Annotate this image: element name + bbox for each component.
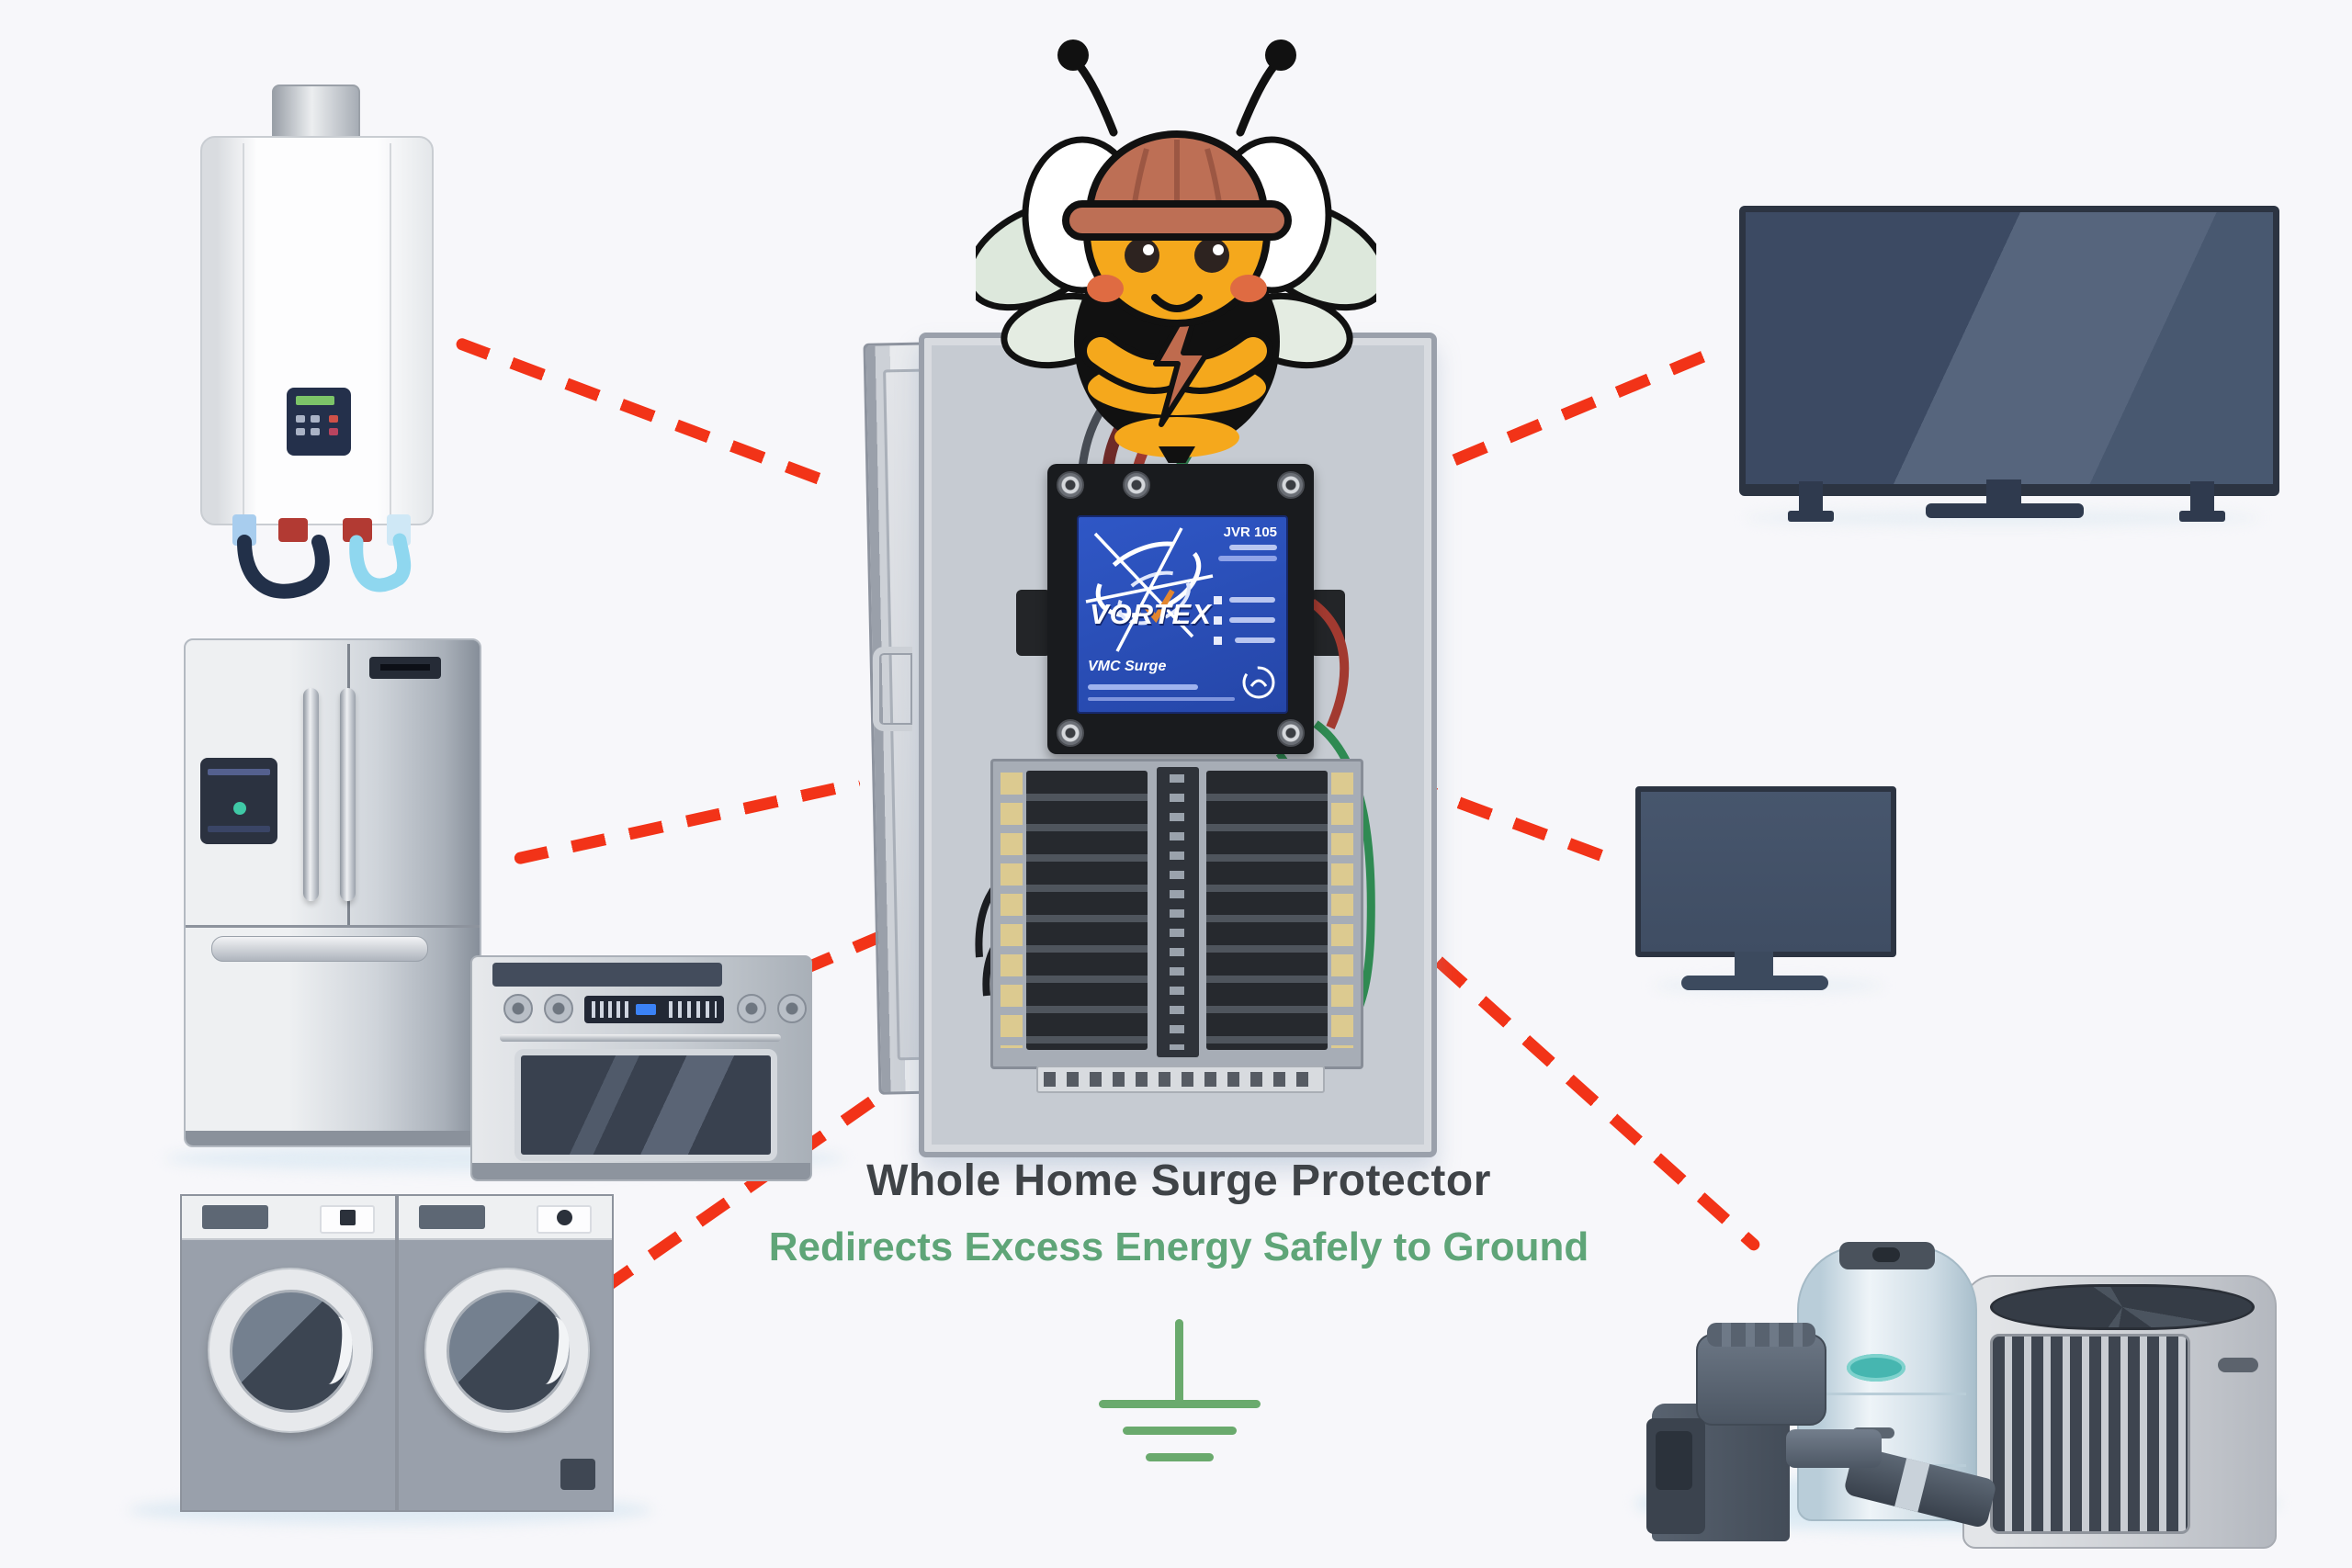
device-series: VMC Surge [1088, 659, 1167, 674]
caption-block: Whole Home Surge Protector Redirects Exc… [769, 1156, 1589, 1270]
oven-window [514, 1049, 777, 1161]
connection-line-water-heater-to-panel [454, 336, 837, 491]
pool-filter-cap [1839, 1242, 1935, 1269]
range-knob [544, 994, 573, 1023]
electrician-bee-mascot [976, 39, 1376, 463]
diagram-subtitle: Redirects Excess Energy Safely to Ground [768, 1224, 1589, 1269]
pool-pump-pipe [1786, 1429, 1882, 1468]
surge-protector-device: VORTEX JVR 105 VMC Surge [1047, 464, 1314, 754]
breaker-plate [990, 759, 1363, 1069]
dryer [397, 1194, 614, 1512]
range-knob [737, 994, 766, 1023]
monitor-base [1681, 976, 1828, 990]
pool-filter-label [1847, 1354, 1905, 1382]
tv-screen [1739, 206, 2279, 496]
bee-antennae [1057, 39, 1296, 137]
refrigerator-handle-right [340, 688, 356, 901]
ac-condenser [1962, 1275, 2277, 1549]
oven-handle [500, 1034, 781, 1042]
water-heater [200, 136, 434, 525]
monitor-stand [1735, 952, 1773, 979]
device-screw [1277, 471, 1305, 499]
water-heater-vent [272, 85, 360, 143]
pool-filter-tank [1797, 1242, 1977, 1521]
washer-dispenser [320, 1205, 375, 1234]
oven-range [470, 955, 812, 1181]
dryer-display [419, 1205, 485, 1229]
pool-pump-panel [1646, 1418, 1705, 1534]
pool-pump-motor [1696, 1323, 1826, 1426]
monitor-screen [1635, 786, 1896, 957]
device-screw [1277, 719, 1305, 747]
device-model: JVR 105 [1223, 525, 1277, 540]
dryer-filter-hatch [560, 1459, 595, 1490]
breaker-spine [1157, 767, 1199, 1057]
vortex-swirl-logo [1085, 527, 1214, 652]
water-heater-control-panel [287, 388, 351, 456]
ac-grille [1990, 1334, 2190, 1534]
panel-door-handle [873, 647, 912, 731]
shadow-tv [1746, 511, 2260, 525]
range-control-panel [584, 996, 724, 1023]
diagram-title: Whole Home Surge Protector [866, 1156, 1491, 1205]
dryer-knob [537, 1205, 592, 1234]
surge-device-label: VORTEX JVR 105 VMC Surge [1077, 515, 1288, 714]
washer [180, 1194, 397, 1512]
refrigerator [184, 638, 481, 1147]
refrigerator-dispenser [200, 758, 277, 844]
washer-display [202, 1205, 268, 1229]
water-heater-display [296, 396, 334, 405]
connection-line-refrigerator-to-panel [513, 777, 862, 865]
refrigerator-vent [369, 657, 441, 679]
tv-leg-left-foot [1788, 511, 1834, 522]
device-screw [1057, 719, 1084, 747]
freezer-drawer-handle [211, 936, 428, 962]
range-knob [777, 994, 807, 1023]
range-cooktop [492, 963, 722, 987]
breaker-column-left [1026, 771, 1148, 1050]
washer-door [208, 1268, 373, 1433]
tv-pedestal-base [1926, 503, 2084, 518]
range-knob [503, 994, 533, 1023]
ac-handle-slot [2218, 1358, 2258, 1372]
device-terminal-left [1016, 590, 1051, 656]
terminal-strip [1036, 1066, 1325, 1093]
device-screw [1123, 471, 1150, 499]
breaker-column-right [1206, 771, 1328, 1050]
refrigerator-handle-left [303, 688, 319, 901]
bee-hard-hat [1062, 130, 1292, 241]
device-cert-logo [1242, 666, 1275, 699]
device-brand: VORTEX [1090, 598, 1212, 630]
ac-fan [1990, 1284, 2255, 1330]
device-screw [1057, 471, 1084, 499]
water-heater-pipes [232, 514, 412, 599]
tv-leg-right-foot [2179, 511, 2225, 522]
dryer-door [424, 1268, 590, 1433]
